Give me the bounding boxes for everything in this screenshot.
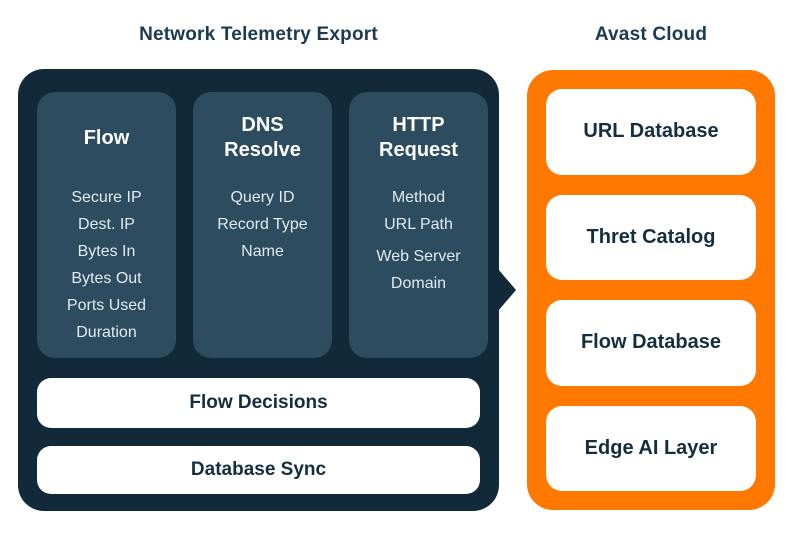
http-item: URL Path (384, 216, 453, 233)
flow-decisions-label: Flow Decisions (189, 392, 328, 413)
threat-catalog-label: Thret Catalog (586, 225, 716, 248)
cloud-box-threat-catalog: Thret Catalog (546, 194, 756, 280)
cloud-panel: URL Database Thret Catalog Flow Database… (527, 70, 775, 510)
flow-item: Dest. IP (78, 216, 135, 233)
http-request-column-items: Method URL Path Web Server Domain (349, 184, 488, 297)
flow-item: Bytes Out (71, 270, 142, 287)
connector-arrow-icon (498, 269, 516, 311)
telemetry-panel-title: Network Telemetry Export (139, 24, 378, 45)
cloud-box-url-database: URL Database (546, 89, 756, 175)
flow-item: Bytes In (77, 243, 136, 260)
cloud-box-flow-database: Flow Database (546, 300, 756, 386)
cloud-box-edge-ai-layer: Edge AI Layer (546, 405, 756, 491)
flow-column: Flow Secure IP Dest. IP Bytes In Bytes O… (37, 92, 176, 358)
flow-item: Ports Used (66, 297, 147, 314)
dns-resolve-column-items: Query ID Record Type Name (193, 184, 332, 265)
cloud-panel-title: Avast Cloud (594, 24, 708, 45)
flow-item: Duration (76, 324, 137, 341)
url-database-label: URL Database (583, 120, 719, 143)
telemetry-columns: Flow Secure IP Dest. IP Bytes In Bytes O… (37, 92, 488, 358)
dns-item: Name (241, 243, 284, 260)
telemetry-panel: Flow Secure IP Dest. IP Bytes In Bytes O… (18, 69, 516, 511)
flow-decisions-bar: Flow Decisions (37, 378, 480, 428)
dns-item: Record Type (217, 216, 308, 233)
http-request-column-title: HTTP Request (379, 114, 458, 161)
dns-resolve-column: DNS Resolve Query ID Record Type Name (193, 92, 332, 358)
flow-column-items: Secure IP Dest. IP Bytes In Bytes Out Po… (37, 184, 176, 346)
http-item: Method (391, 189, 446, 206)
dns-item: Query ID (230, 189, 295, 206)
flow-item: Secure IP (71, 189, 142, 206)
database-sync-label: Database Sync (190, 459, 327, 480)
database-sync-bar: Database Sync (37, 446, 480, 494)
http-request-column: HTTP Request Method URL Path Web Server … (349, 92, 488, 358)
edge-ai-layer-label: Edge AI Layer (584, 436, 718, 459)
dns-resolve-column-title: DNS Resolve (224, 114, 301, 161)
flow-column-title: Flow (83, 126, 130, 149)
http-item: Web Server Domain (376, 248, 461, 292)
flow-database-label: Flow Database (580, 331, 722, 354)
